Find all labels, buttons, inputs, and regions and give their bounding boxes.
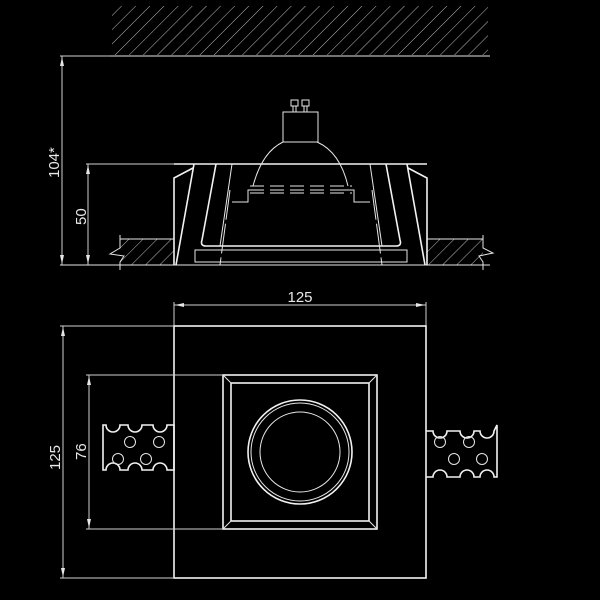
- side-view: 104* 50: [46, 55, 495, 270]
- dim-total-height-label: 104*: [46, 147, 63, 178]
- break-left: [108, 235, 125, 270]
- outer-frame: [173, 325, 427, 579]
- inner-frame: [222, 374, 378, 530]
- break-right: [478, 235, 495, 270]
- dim-inner-label: 76: [73, 443, 90, 460]
- mounting-wing-right: [426, 424, 498, 478]
- dim-height-label: 125: [47, 445, 64, 470]
- gu10-lamp: [252, 99, 349, 187]
- top-view: 125: [47, 289, 498, 579]
- dim-height: 125: [47, 325, 174, 579]
- dim-body-height: 50: [73, 163, 174, 265]
- ceiling-slab: [100, 6, 490, 57]
- dim-inner: 76: [73, 374, 223, 530]
- mounting-wing-left: [102, 424, 175, 471]
- dim-body-height-label: 50: [73, 208, 90, 225]
- bottom-trim: [194, 249, 408, 263]
- lamp-lens: [250, 185, 352, 194]
- board-hatch-left: [120, 239, 174, 265]
- dim-width: 125: [173, 289, 427, 326]
- dim-total-height: 104*: [46, 55, 110, 265]
- lamp-aperture: [247, 399, 353, 505]
- dim-width-label: 125: [287, 289, 312, 306]
- board-hatch-right: [427, 239, 483, 265]
